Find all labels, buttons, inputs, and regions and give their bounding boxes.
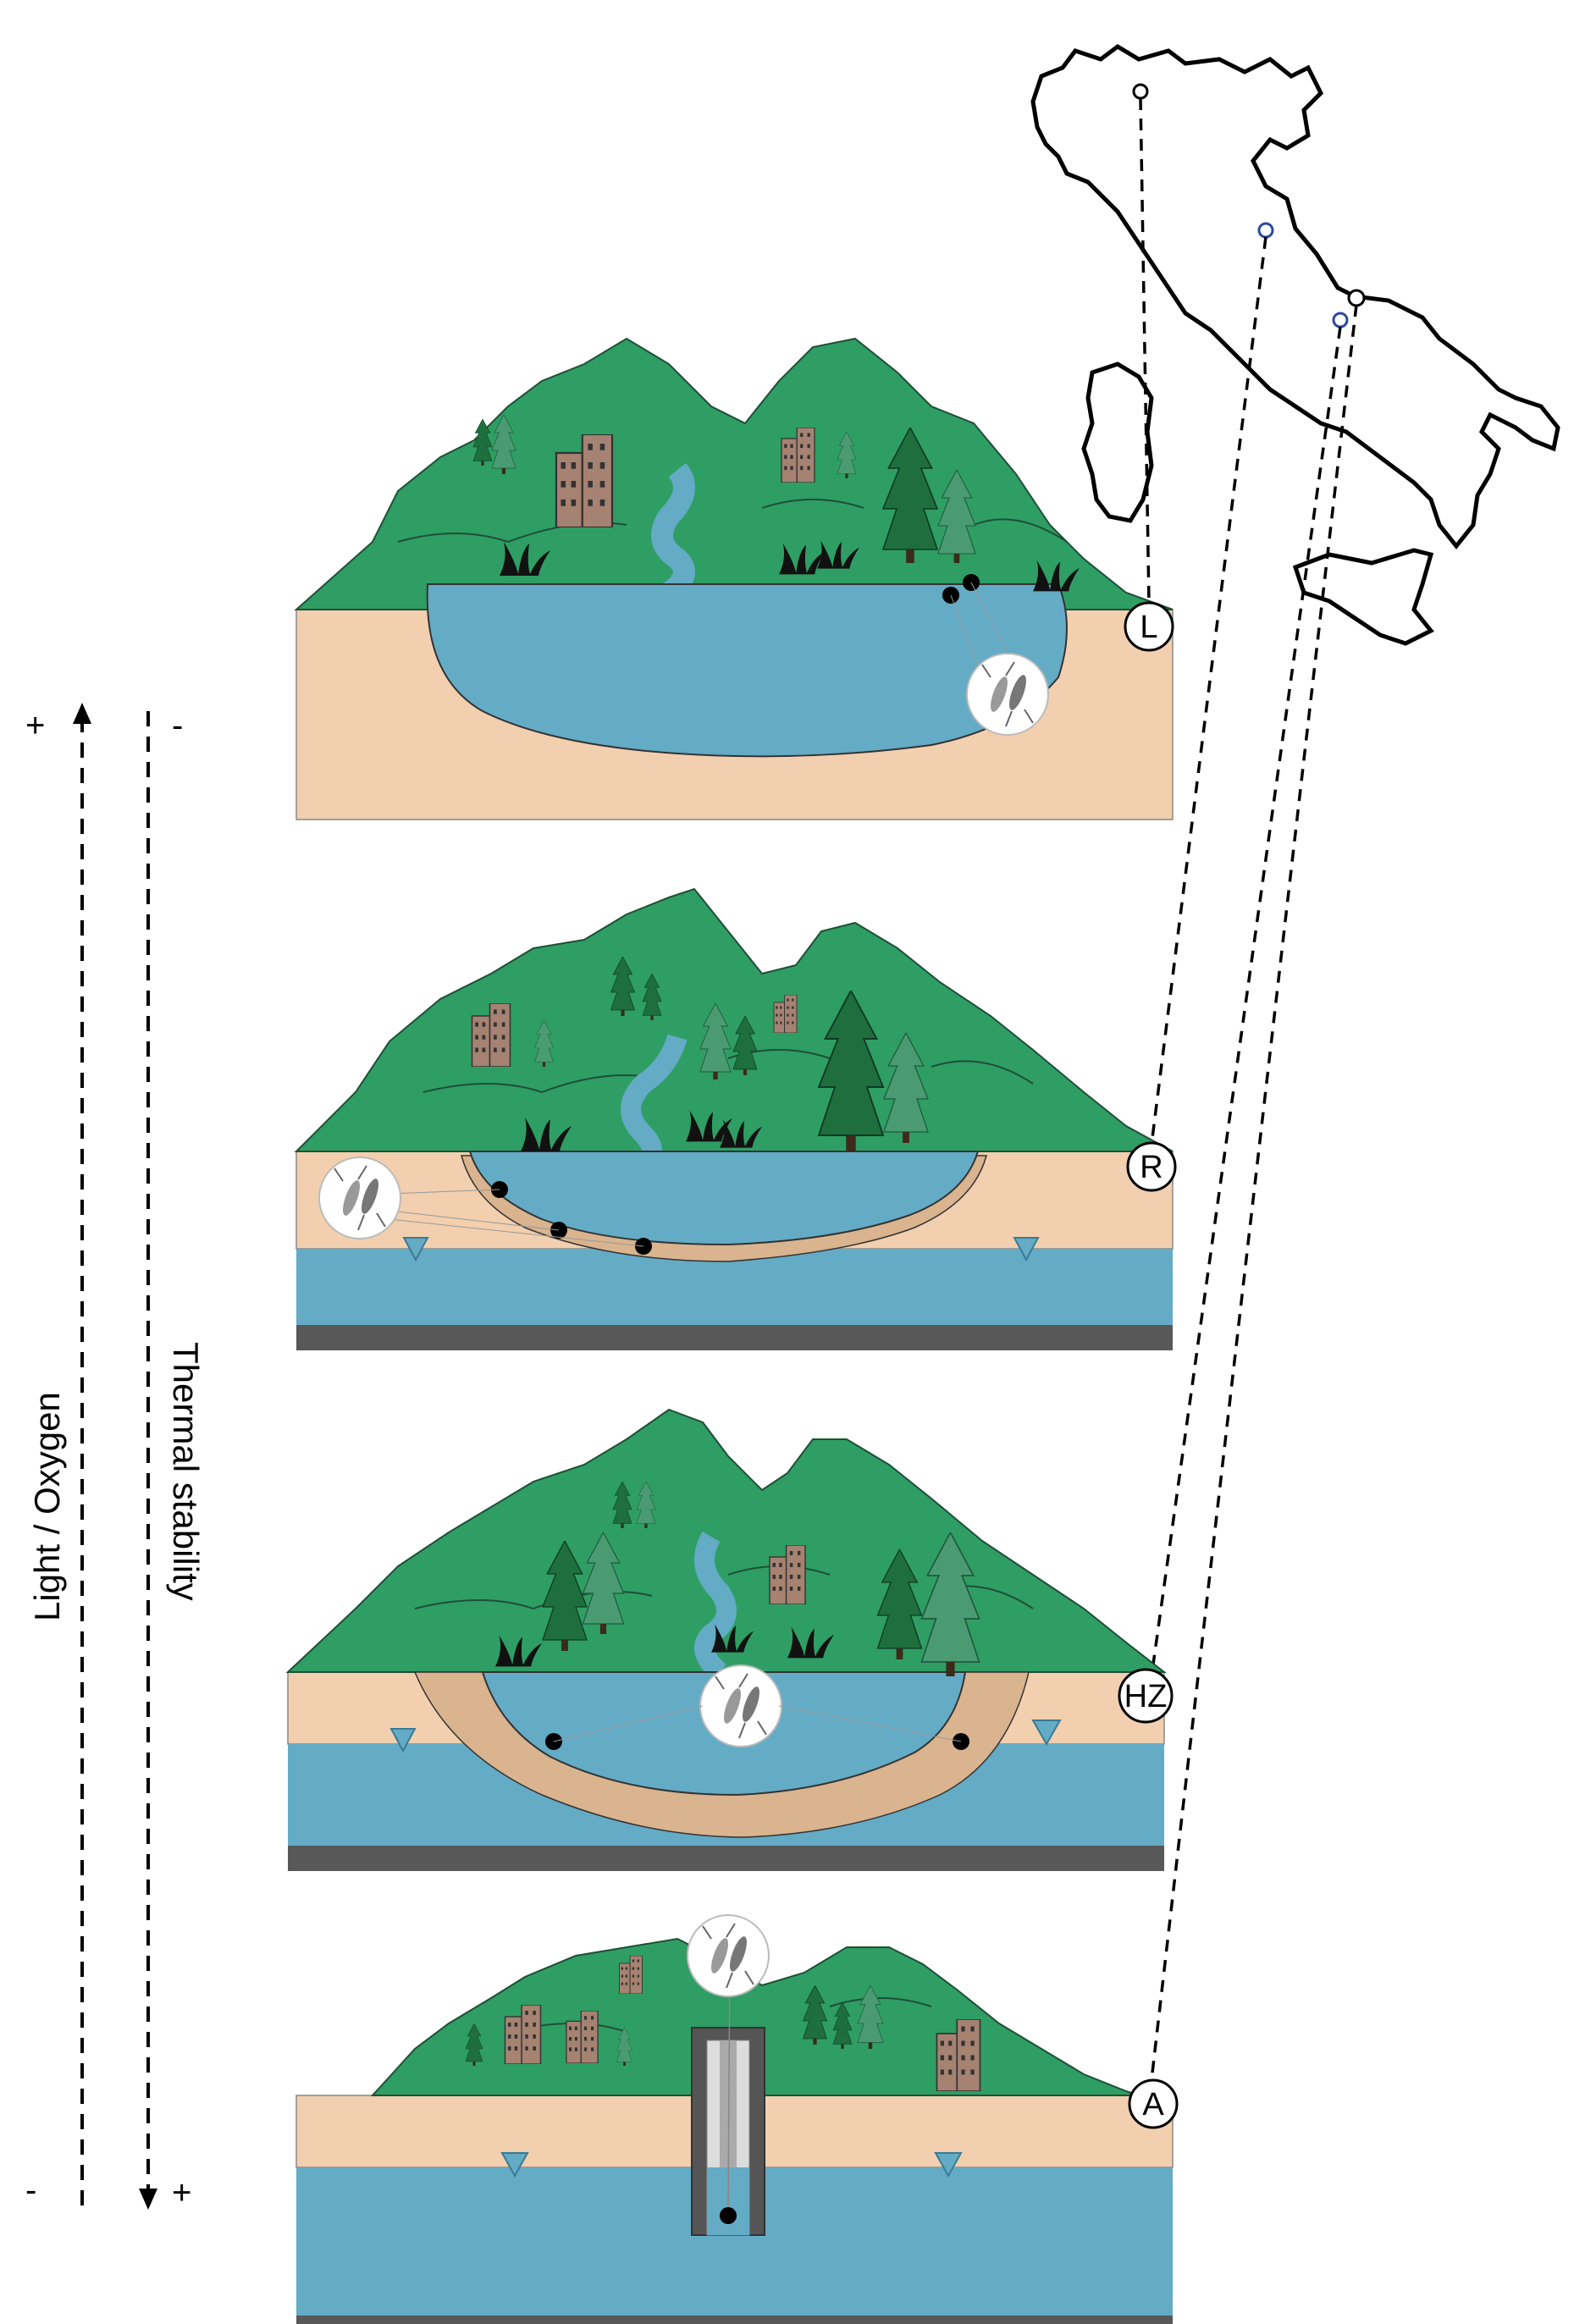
water-table-marker [402,1237,429,1262]
river [621,1034,688,1176]
copepod-icon [966,653,1049,736]
site-label-HZ: HZ [1124,1679,1168,1714]
lake-water [426,583,1068,758]
water-table-marker [389,1728,417,1753]
site-label-A: A [1142,2087,1164,2123]
sardinia-outline [1081,362,1154,523]
site-badge-HZ [1118,1668,1174,1724]
map-marker-A [1347,289,1366,307]
axis-light-oxygen: + - Light / Oxygen [25,703,91,2209]
thermal-top-sign: - [172,707,183,744]
mountains [294,887,1174,1152]
site-label-R: R [1140,1150,1163,1185]
italy-mainland-outline [1030,43,1560,550]
connector-lines [1139,97,1358,2081]
connector-R [1150,236,1267,1145]
river-water [468,1151,980,1246]
copepod-icon [699,1664,782,1747]
bedrock-layer [296,1325,1173,1350]
thermal-stability-label: Thermal stability [166,1342,206,1601]
water-table-marker [1013,1237,1040,1262]
light-top-sign: + [25,707,45,744]
copepod-icon [318,1156,401,1239]
light-oxygen-label: Light / Oxygen [27,1392,67,1621]
panel-lake: L [294,337,1174,820]
site-badge-A [1128,2078,1179,2129]
water-table-marker [934,2152,963,2178]
water-table-marker [500,2152,529,2178]
site-badge-L [1124,601,1174,652]
bedrock-layer [296,2316,1173,2324]
map-marker-L [1132,83,1149,100]
site-badge-R [1126,1141,1177,1192]
sicily-outline [1292,548,1434,646]
axis-thermal-stability: - + Thermal stability [139,707,206,2211]
map-marker-R [1257,222,1274,239]
panel-river: R [294,887,1177,1350]
thermal-bottom-sign: + [172,2174,191,2211]
water-table-marker [1031,1720,1062,1747]
italy-map [1030,43,1560,646]
river [651,462,695,602]
map-marker-HZ [1332,312,1349,328]
site-label-L: L [1140,610,1157,645]
connector-HZ [1150,326,1342,1677]
panel-aquifer: A [295,1914,1179,2324]
well-screen [720,2040,737,2167]
connector-L [1139,97,1151,604]
sample-point [720,2207,737,2224]
connector-A [1150,304,1358,2081]
bedrock-layer [288,1846,1164,1871]
river [694,1532,737,1681]
copepod-icon [687,1914,770,1997]
light-bottom-sign: - [25,2172,36,2209]
panel-hyporheic: HZ [285,1408,1174,1871]
